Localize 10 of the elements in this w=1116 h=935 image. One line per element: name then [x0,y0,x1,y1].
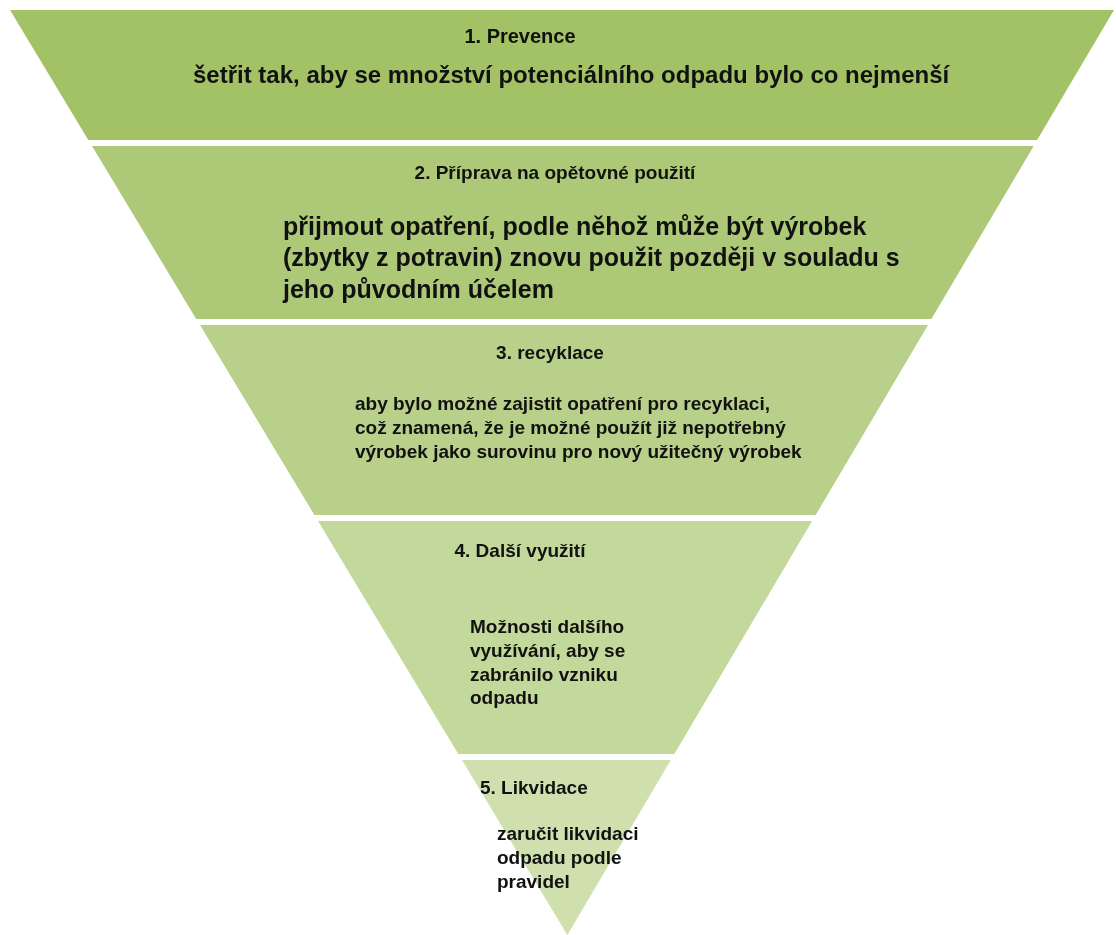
level-heading: 4. Další využití [453,539,587,563]
level-heading: 3. recyklace [495,341,605,365]
level-description: aby bylo možné zajistit opatření pro recyklaci, což znamená, že je možné použít již nepotřebný výrobek jako surovinu pro nový užitečný výrobek [355,392,803,464]
level-description: zaručit likvidaci odpadu podle pravidel [497,822,640,894]
level-description: Možnosti dalšího využívání, aby se zabránilo vzniku odpadu [470,615,627,710]
level-description: šetřit tak, aby se množství potenciálního odpadu bylo co nejmenší [193,60,951,90]
level-heading: 5. Likvidace [480,776,589,800]
level-heading: 1. Prevence [463,24,577,49]
level-description: přijmout opatření, podle něhož může být výrobek (zbytky z potravin) znovu použit později v souladu s jeho původním účelem [283,211,901,305]
level-heading: 2. Příprava na opětovné použití [413,161,697,185]
